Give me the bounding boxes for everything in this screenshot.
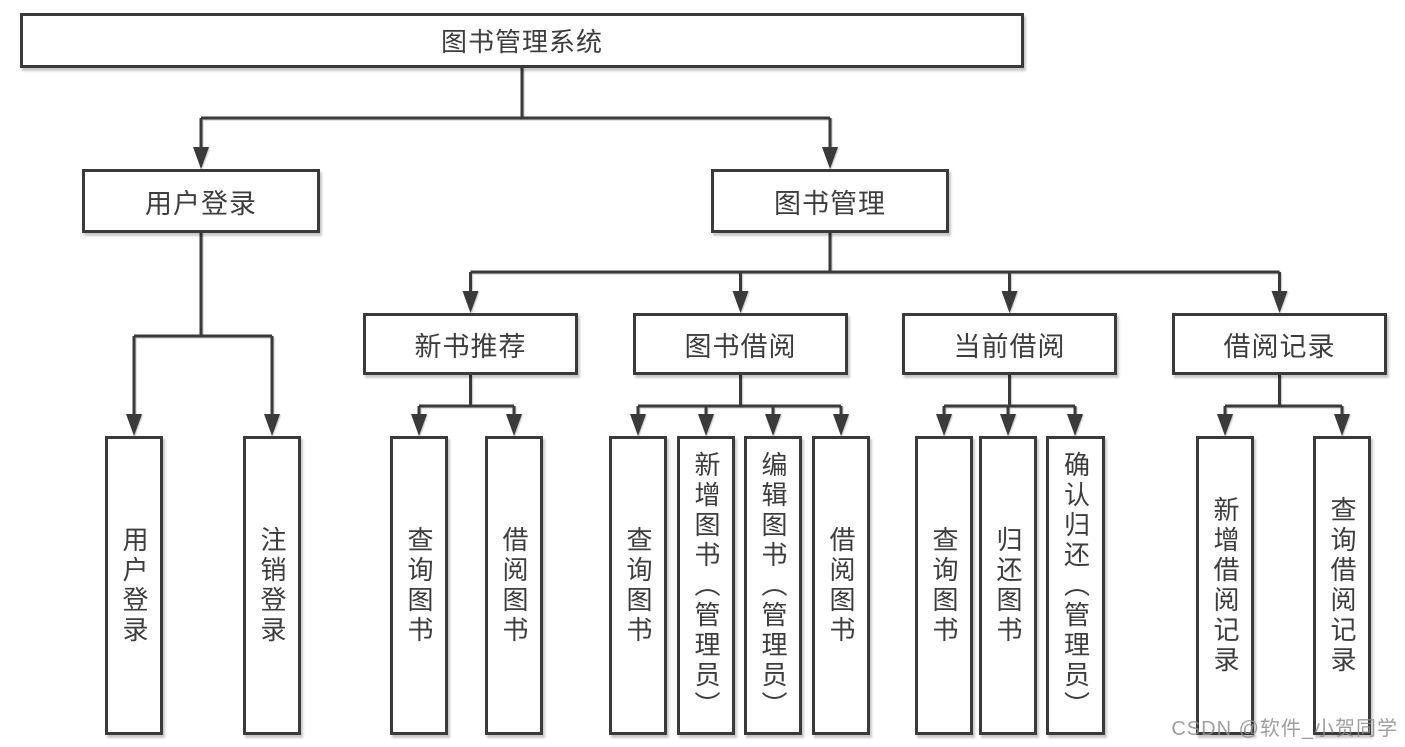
node-book-borrowing: 图书借阅 [633,313,848,375]
node-label: 归还图书 [993,525,1023,646]
node-label: 用户登录 [145,188,257,219]
node-label: 用户登录 [119,525,149,646]
node-label: 查询图书 [404,525,434,646]
leaf-borrow-books: 借阅图书 [812,436,870,735]
leaf-query-books-borrow: 查询图书 [609,436,667,735]
node-label: 借阅图书 [826,525,856,646]
node-user-login: 用户登录 [82,169,320,233]
node-label: 图书借阅 [684,331,797,362]
leaf-user-login: 用户登录 [105,436,163,735]
node-label: 新增借阅记录 [1210,495,1240,676]
leaf-return-book: 归还图书 [979,436,1037,735]
watermark: CSDN @软件_小贺同学 [1171,718,1398,740]
node-label: 查询图书 [929,525,959,646]
leaf-confirm-return-admin: 确认归还（管理员） [1046,436,1105,735]
node-label: 新书推荐 [414,331,527,362]
leaf-add-book-admin: 新增图书（管理员） [677,436,735,735]
leaf-add-borrow-record: 新增借阅记录 [1196,436,1254,735]
leaf-query-borrow-record: 查询借阅记录 [1313,436,1371,735]
node-borrowing-records: 借阅记录 [1172,313,1387,375]
leaf-logout: 注销登录 [243,436,301,735]
leaf-borrow-books-recommend: 借阅图书 [485,436,543,735]
node-label: 查询图书 [623,525,653,646]
node-label: 确认归还（管理员） [1060,450,1091,721]
node-label: 注销登录 [257,525,287,646]
node-label: 借阅记录 [1223,331,1336,362]
node-book-management: 图书管理 [711,169,949,233]
node-label: 新增图书（管理员） [691,450,721,721]
node-label: 图书管理系统 [440,27,603,57]
leaf-query-books-recommend: 查询图书 [390,436,448,735]
node-label: 图书管理 [774,188,886,219]
connector-line [132,68,1344,420]
node-current-borrowing: 当前借阅 [902,313,1117,375]
arrow-down-icon [126,147,1350,436]
node-new-book-recommend: 新书推荐 [363,313,578,375]
node-label: 编辑图书（管理员） [758,450,788,721]
node-library-management-system: 图书管理系统 [20,13,1024,68]
leaf-query-books-current: 查询图书 [915,436,973,735]
node-label: 查询借阅记录 [1327,495,1357,676]
leaf-edit-book-admin: 编辑图书（管理员） [744,436,802,735]
node-label: 借阅图书 [499,525,529,646]
node-label: 当前借阅 [953,331,1066,362]
